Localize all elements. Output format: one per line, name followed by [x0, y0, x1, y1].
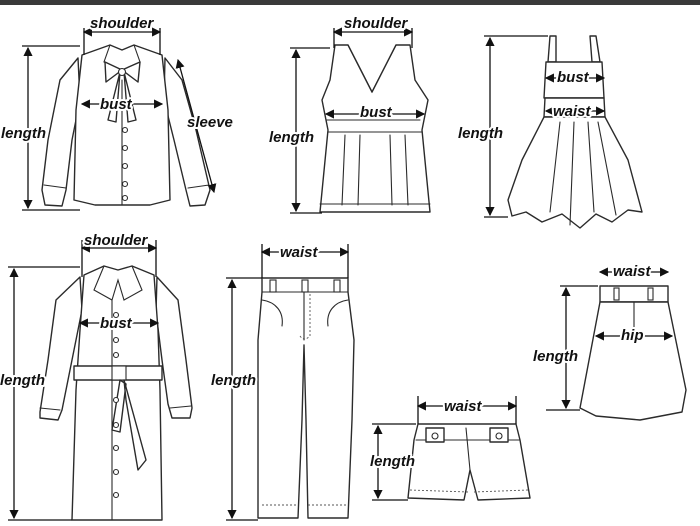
blouse-measurements	[22, 27, 217, 211]
trench-coat-length-label: length	[0, 372, 45, 389]
camisole-illustration	[319, 44, 431, 213]
blouse-length-label: length	[1, 125, 46, 142]
skirt-length-label: length	[533, 348, 578, 365]
camisole-measurements	[290, 27, 426, 214]
trench-coat-shoulder-label: shoulder	[84, 232, 149, 249]
camisole-bust-label: bust	[360, 104, 393, 121]
sundress-measurements	[484, 35, 606, 218]
sundress-waist-label: waist	[553, 103, 592, 120]
skirt-illustration	[579, 285, 687, 421]
sundress-length-label: length	[458, 125, 503, 142]
trench-coat-measurements	[8, 240, 160, 521]
trousers-length-label: length	[211, 372, 256, 389]
blouse-illustration	[41, 44, 211, 207]
skirt-waist-label: waist	[613, 263, 652, 280]
blouse-bust-label: bust	[100, 96, 133, 113]
blouse-sleeve-label: sleeve	[187, 114, 233, 131]
shorts-waist-label: waist	[444, 398, 483, 415]
blouse-shoulder-label: shoulder	[90, 15, 155, 32]
trench-coat-bust-label: bust	[100, 315, 133, 332]
trousers-measurements	[226, 244, 350, 521]
camisole-shoulder-label: shoulder	[344, 15, 409, 32]
shorts-measurements	[372, 396, 518, 501]
shorts-illustration	[407, 423, 531, 501]
shorts-length-label: length	[370, 453, 415, 470]
sundress-bust-label: bust	[557, 69, 590, 86]
sundress-illustration	[507, 35, 643, 229]
skirt-measurements	[546, 267, 674, 411]
trench-coat-illustration	[39, 265, 193, 521]
camisole-length-label: length	[269, 129, 314, 146]
trousers-illustration	[257, 277, 355, 519]
trousers-waist-label: waist	[280, 244, 319, 261]
skirt-hip-label: hip	[621, 327, 644, 344]
top-border	[0, 0, 700, 5]
